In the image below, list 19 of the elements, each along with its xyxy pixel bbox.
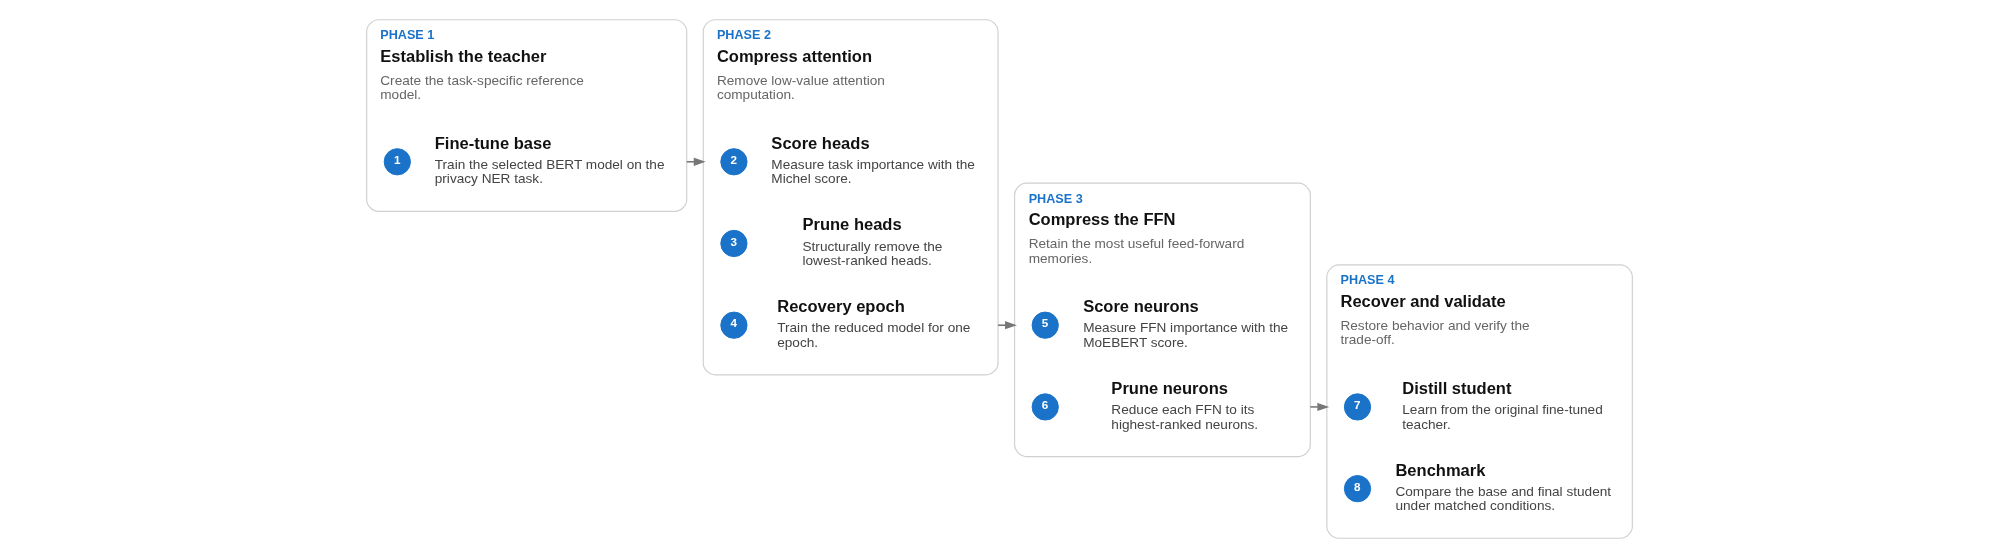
node-text: Distill student Learn from the original fine-tuned teacher. bbox=[1402, 378, 1603, 432]
arrow bbox=[685, 157, 706, 166]
node-circle: 3 bbox=[720, 229, 748, 258]
node-circle: 6 bbox=[1031, 393, 1059, 421]
node-circle: 5 bbox=[1031, 311, 1059, 339]
node-text: Prune neurons Reduce each FFN to its highest-ranked neurons. bbox=[1111, 378, 1259, 432]
node-text: Benchmark Compare the base and final student under matched conditions. bbox=[1395, 460, 1612, 514]
node-text: Score neurons Measure FFN importance with the MoEBERT score. bbox=[1083, 297, 1289, 350]
arrow bbox=[997, 321, 1017, 330]
node-circle: 2 bbox=[720, 148, 748, 176]
node-circle: 1 bbox=[383, 148, 411, 176]
node-circle: 4 bbox=[720, 311, 748, 339]
node-text: Score heads Measure task importance with the Michel score. bbox=[771, 133, 975, 187]
node-circle: 7 bbox=[1343, 393, 1372, 421]
node-text: Fine-tune base Train the selected BERT model on the privacy NER task. bbox=[434, 133, 665, 187]
node-text: Prune heads Structurally remove the lowest-ranked heads. bbox=[802, 215, 943, 269]
node-text: Recovery epoch Train the reduced model for one epoch. bbox=[777, 297, 971, 350]
arrow bbox=[1309, 402, 1330, 412]
node-circle: 8 bbox=[1343, 475, 1372, 503]
